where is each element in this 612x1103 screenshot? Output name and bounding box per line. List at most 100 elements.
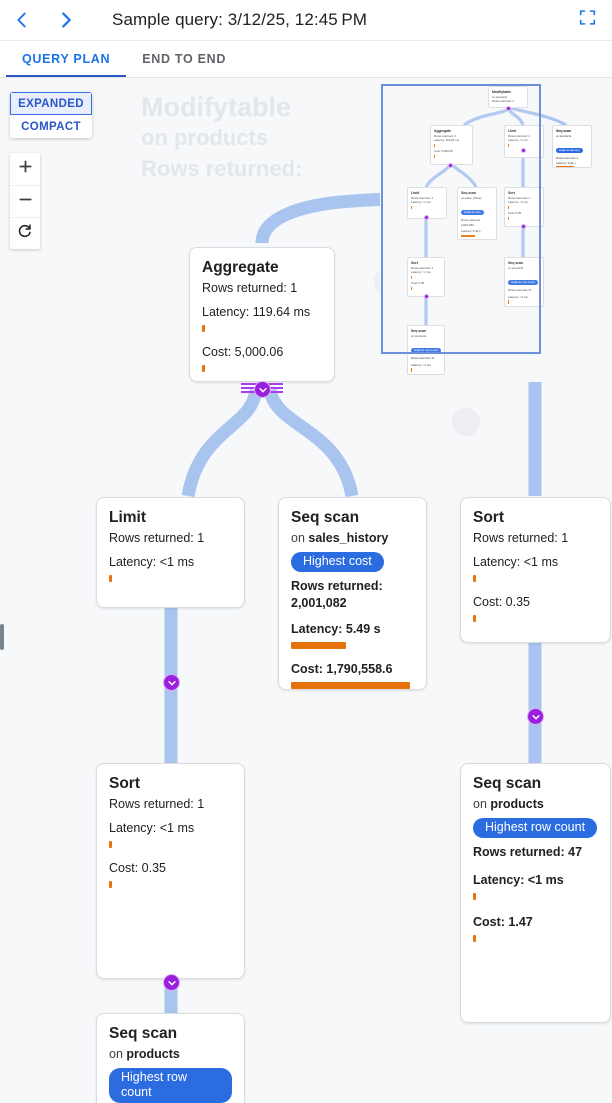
zoom-control-group — [10, 153, 40, 249]
plan-node-sort-left[interactable]: Sort Rows returned: 1 Latency: <1 ms Cos… — [96, 763, 245, 979]
minimap-bar — [411, 205, 412, 210]
minimap-node: Sort Rows returned: 1 Latency: <1 ms Cos… — [407, 257, 445, 297]
node-title: Sort — [473, 509, 504, 526]
node-cost-bar — [202, 365, 205, 372]
minimap-badge: Highest cost — [461, 210, 484, 216]
plan-node-seqscan-products-bottom[interactable]: Seq scan on products Highest row count R… — [96, 1013, 245, 1103]
collapse-toggle-sort-left[interactable] — [163, 974, 180, 991]
minimap-node-line: Rows returned: 47 — [411, 356, 435, 361]
node-title: Aggregate — [202, 259, 279, 276]
minimap-bar — [411, 275, 412, 280]
minimap-node: Seq scan on products Highest latency Row… — [552, 125, 592, 168]
plus-icon — [18, 159, 33, 179]
reset-rotate-icon — [17, 223, 33, 244]
minimap-bar — [461, 234, 475, 238]
minimap-bar — [411, 368, 412, 372]
node-cost-bar — [109, 881, 112, 888]
collapse-toggle-limit[interactable] — [163, 674, 180, 691]
minus-icon — [18, 192, 33, 212]
status-badge-highest-row-count: Highest row count — [109, 1068, 232, 1103]
plan-node-aggregate[interactable]: Aggregate Rows returned: 1 Latency: 119.… — [189, 247, 335, 382]
minimap[interactable]: Modifytable on products Rows returned: 1… — [380, 80, 612, 382]
minimap-node-line: Latency: 5.41 s — [556, 160, 576, 165]
minimap-node-line: Rows returned: 1 — [508, 195, 530, 200]
node-relation: on products — [473, 795, 598, 814]
node-latency-bar — [473, 893, 476, 900]
minimap-node-relation: on sales_history — [461, 195, 482, 200]
node-relation: on products — [109, 1045, 232, 1064]
plan-node-sort-right[interactable]: Sort Rows returned: 1 Latency: <1 ms Cos… — [460, 497, 611, 643]
minimap-chevron-icon — [424, 294, 429, 299]
node-relation-name: products — [126, 1047, 180, 1061]
fullscreen-button[interactable] — [564, 0, 610, 41]
minimap-node-title: Seq scan — [411, 328, 426, 333]
node-cost: Cost: 5,000.06 — [202, 345, 284, 359]
collapse-toggle-sort-right[interactable] — [527, 708, 544, 725]
node-latency-bar — [473, 575, 476, 582]
zoom-out-button[interactable] — [10, 185, 40, 217]
minimap-node-line: Cost: 5,000.06 — [434, 149, 453, 154]
back-button[interactable] — [0, 0, 44, 41]
plan-node-limit[interactable]: Limit Rows returned: 1 Latency: <1 ms — [96, 497, 245, 608]
node-cost: Cost: 0.35 — [109, 861, 166, 875]
node-rows-returned: Rows returned: 1 — [109, 531, 205, 545]
minimap-node-title: Seq scan — [556, 128, 571, 133]
mode-compact-button[interactable]: COMPACT — [10, 115, 92, 138]
collapse-toggle-aggregate[interactable] — [254, 381, 271, 398]
minimap-node-title: Seq scan — [508, 260, 523, 265]
minimap-node-line: Rows returned: 1 — [434, 133, 456, 138]
mode-expanded-button[interactable]: EXPANDED — [10, 92, 92, 115]
horizontal-scroll-handle[interactable] — [0, 624, 4, 650]
minimap-chevron-icon — [448, 163, 453, 168]
minimap-node: Seq scan on sales_history Highest cost R… — [457, 187, 497, 240]
node-rows-returned: Rows returned: 1 — [109, 797, 205, 811]
node-title: Seq scan — [473, 775, 542, 792]
node-relation-prefix: on — [473, 797, 487, 811]
node-latency-bar — [109, 841, 112, 848]
plan-canvas[interactable]: Modifytable on products Rows returned: L… — [0, 78, 612, 1103]
minimap-node-line: Rows returned: 1 — [556, 156, 578, 161]
node-latency: Latency: 5.49 s — [291, 622, 381, 636]
node-relation: on sales_history — [291, 529, 414, 548]
minimap-bar — [434, 154, 435, 159]
minimap-node: Sort Rows returned: 1 Latency: <1 ms Cos… — [504, 187, 544, 227]
minimap-node-line: Latency: <1 ms — [411, 362, 431, 367]
minimap-bar — [411, 286, 412, 291]
node-cost-bar — [473, 935, 476, 942]
minimap-node-line: Cost: 0.35 — [508, 211, 522, 216]
node-latency: Latency: <1 ms — [473, 555, 559, 569]
node-latency-bar — [202, 325, 205, 332]
minimap-node-relation: on products — [411, 333, 427, 338]
plan-node-seqscan-products-right[interactable]: Seq scan on products Highest row count R… — [460, 763, 611, 1023]
node-rows-returned: Rows returned: 1 — [202, 281, 298, 295]
chevron-down-icon — [167, 978, 177, 988]
plan-node-seqscan-sales-history[interactable]: Seq scan on sales_history Highest cost R… — [278, 497, 427, 690]
node-rows-returned: Rows returned: 47 — [473, 845, 583, 859]
app-header: Sample query: 3/12/25, 12:45 PM — [0, 0, 612, 41]
minimap-node-line: Cost: 1,790,558.6 — [461, 239, 493, 240]
zoom-in-button[interactable] — [10, 153, 40, 185]
tab-end-to-end[interactable]: END TO END — [142, 51, 227, 66]
zoom-reset-button[interactable] — [10, 217, 40, 249]
minimap-bar — [508, 216, 509, 221]
minimap-node-line: Cost: 1.47 — [411, 374, 441, 375]
fullscreen-icon — [579, 9, 596, 31]
tab-query-plan[interactable]: QUERY PLAN — [6, 40, 127, 77]
node-cost: Cost: 1.47 — [473, 915, 533, 929]
tab-bar: QUERY PLAN END TO END — [0, 41, 612, 78]
minimap-node-line: Rows returned: 2,001,082 — [461, 218, 481, 227]
chevron-down-icon — [167, 678, 177, 688]
minimap-node-line: Latency: <1 ms — [411, 200, 431, 205]
minimap-node-title: Modifytable — [492, 89, 511, 94]
minimap-node: Modifytable on products Rows returned: 1 — [488, 86, 528, 108]
node-cost-bar — [291, 682, 410, 689]
minimap-node-title: Sort — [411, 260, 418, 265]
minimap-node-line: Rows returned: 1 — [508, 133, 530, 138]
node-relation-name: products — [490, 797, 544, 811]
page-title: Sample query: 3/12/25, 12:45 PM — [112, 10, 368, 29]
forward-button[interactable] — [44, 0, 88, 41]
minimap-node-line: Cost: 1.47 — [508, 306, 540, 307]
minimap-node-line: Latency: 119.64 ms — [434, 138, 459, 143]
chevron-right-icon — [55, 9, 77, 31]
